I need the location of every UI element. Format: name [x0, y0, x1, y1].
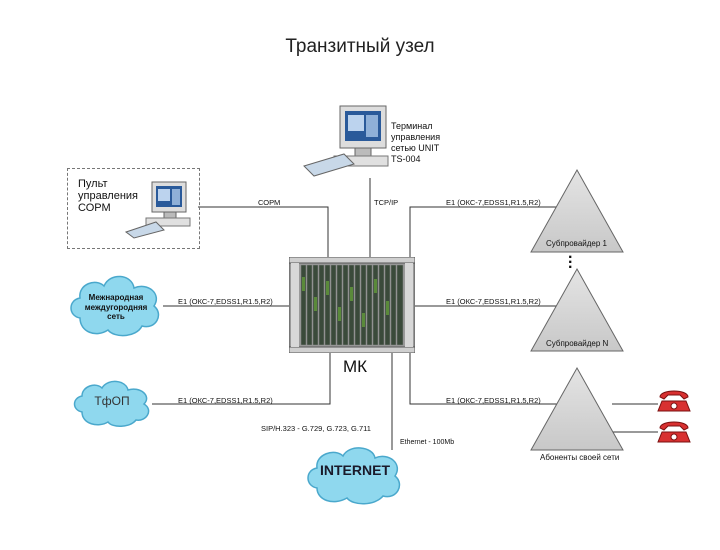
link-sub1	[409, 206, 575, 258]
sorm-console-label: Пульт управления СОРМ	[78, 178, 138, 214]
internet-label: INTERNET	[320, 462, 390, 478]
subprovider-n-label: Субпровайдер N	[546, 339, 609, 348]
phone-icon	[657, 421, 691, 443]
link-own	[409, 352, 578, 405]
link-tfop	[152, 352, 331, 405]
tfop-label: ТфОП	[94, 394, 130, 408]
sorm-console-box: Пульт управления СОРМ	[67, 168, 200, 249]
intl-network-label: Межнародная междугородняя сеть	[84, 293, 148, 321]
own-subscribers-triangle	[530, 366, 624, 451]
own-subscribers-label: Абоненты своей сети	[540, 453, 620, 462]
ellipsis-dots: ···	[568, 249, 574, 276]
link-sorm-label: СОРМ	[258, 198, 281, 207]
subprovider-1-triangle	[530, 168, 624, 253]
link-own-label: E1 (ОКС-7,EDSS1,R1.5,R2)	[446, 396, 541, 405]
subprovider-n-triangle	[530, 267, 624, 352]
link-intl-label: E1 (ОКС-7,EDSS1,R1.5,R2)	[178, 297, 273, 306]
link-sub1-label: E1 (ОКС-7,EDSS1,R1.5,R2)	[446, 198, 541, 207]
link-ethernet-label: Ethernet - 100Mb	[400, 439, 455, 446]
sorm-computer-icon	[124, 181, 191, 239]
subprovider-1-label: Субпровайдер 1	[546, 239, 607, 248]
diagram-title: Транзитный узел	[285, 36, 435, 57]
link-sip-label: SIP/H.323 - G.729, G.723, G.711	[261, 424, 371, 433]
link-tfop-label: E1 (ОКС-7,EDSS1,R1.5,R2)	[178, 396, 273, 405]
tfop-cloud	[73, 380, 150, 427]
link-sorm	[198, 206, 329, 258]
phone-icon	[657, 390, 691, 412]
intl-network-cloud	[70, 275, 160, 337]
link-subN-label: E1 (ОКС-7,EDSS1,R1.5,R2)	[446, 297, 541, 306]
terminal-computer-icon	[303, 105, 389, 177]
terminal-label: Терминал управления сетью UNIT TS-004	[391, 121, 441, 164]
link-tcpip-label: TCP/IP	[374, 198, 399, 207]
center-node-label: МК	[343, 357, 368, 376]
switch-rack-icon	[289, 257, 415, 353]
internet-cloud	[307, 447, 401, 505]
